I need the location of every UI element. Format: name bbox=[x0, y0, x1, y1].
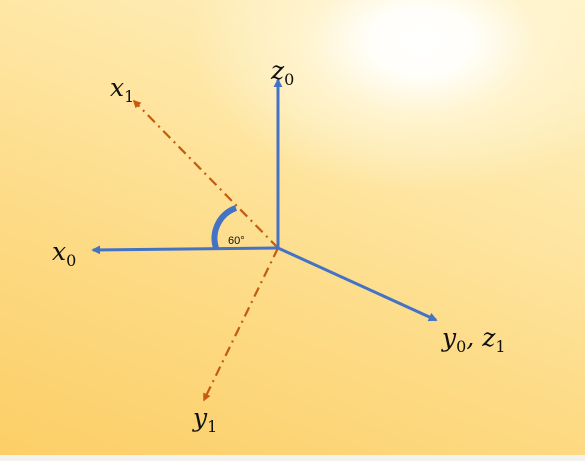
y1-label: y1 bbox=[192, 403, 217, 436]
x1-label: x1 bbox=[110, 73, 134, 106]
z0-label: z0 bbox=[270, 56, 294, 89]
bottom-strip bbox=[0, 455, 585, 461]
angle-arc bbox=[211, 205, 238, 249]
y0-z1-label: y0, z1 bbox=[441, 323, 506, 356]
y0-z1-axis-line bbox=[277, 246, 438, 322]
x1-axis-line bbox=[132, 99, 279, 249]
y1-axis-line bbox=[203, 247, 279, 402]
x0-label: x0 bbox=[52, 237, 76, 270]
angle-label: 60° bbox=[228, 235, 245, 247]
x0-axis-line bbox=[91, 245, 279, 255]
